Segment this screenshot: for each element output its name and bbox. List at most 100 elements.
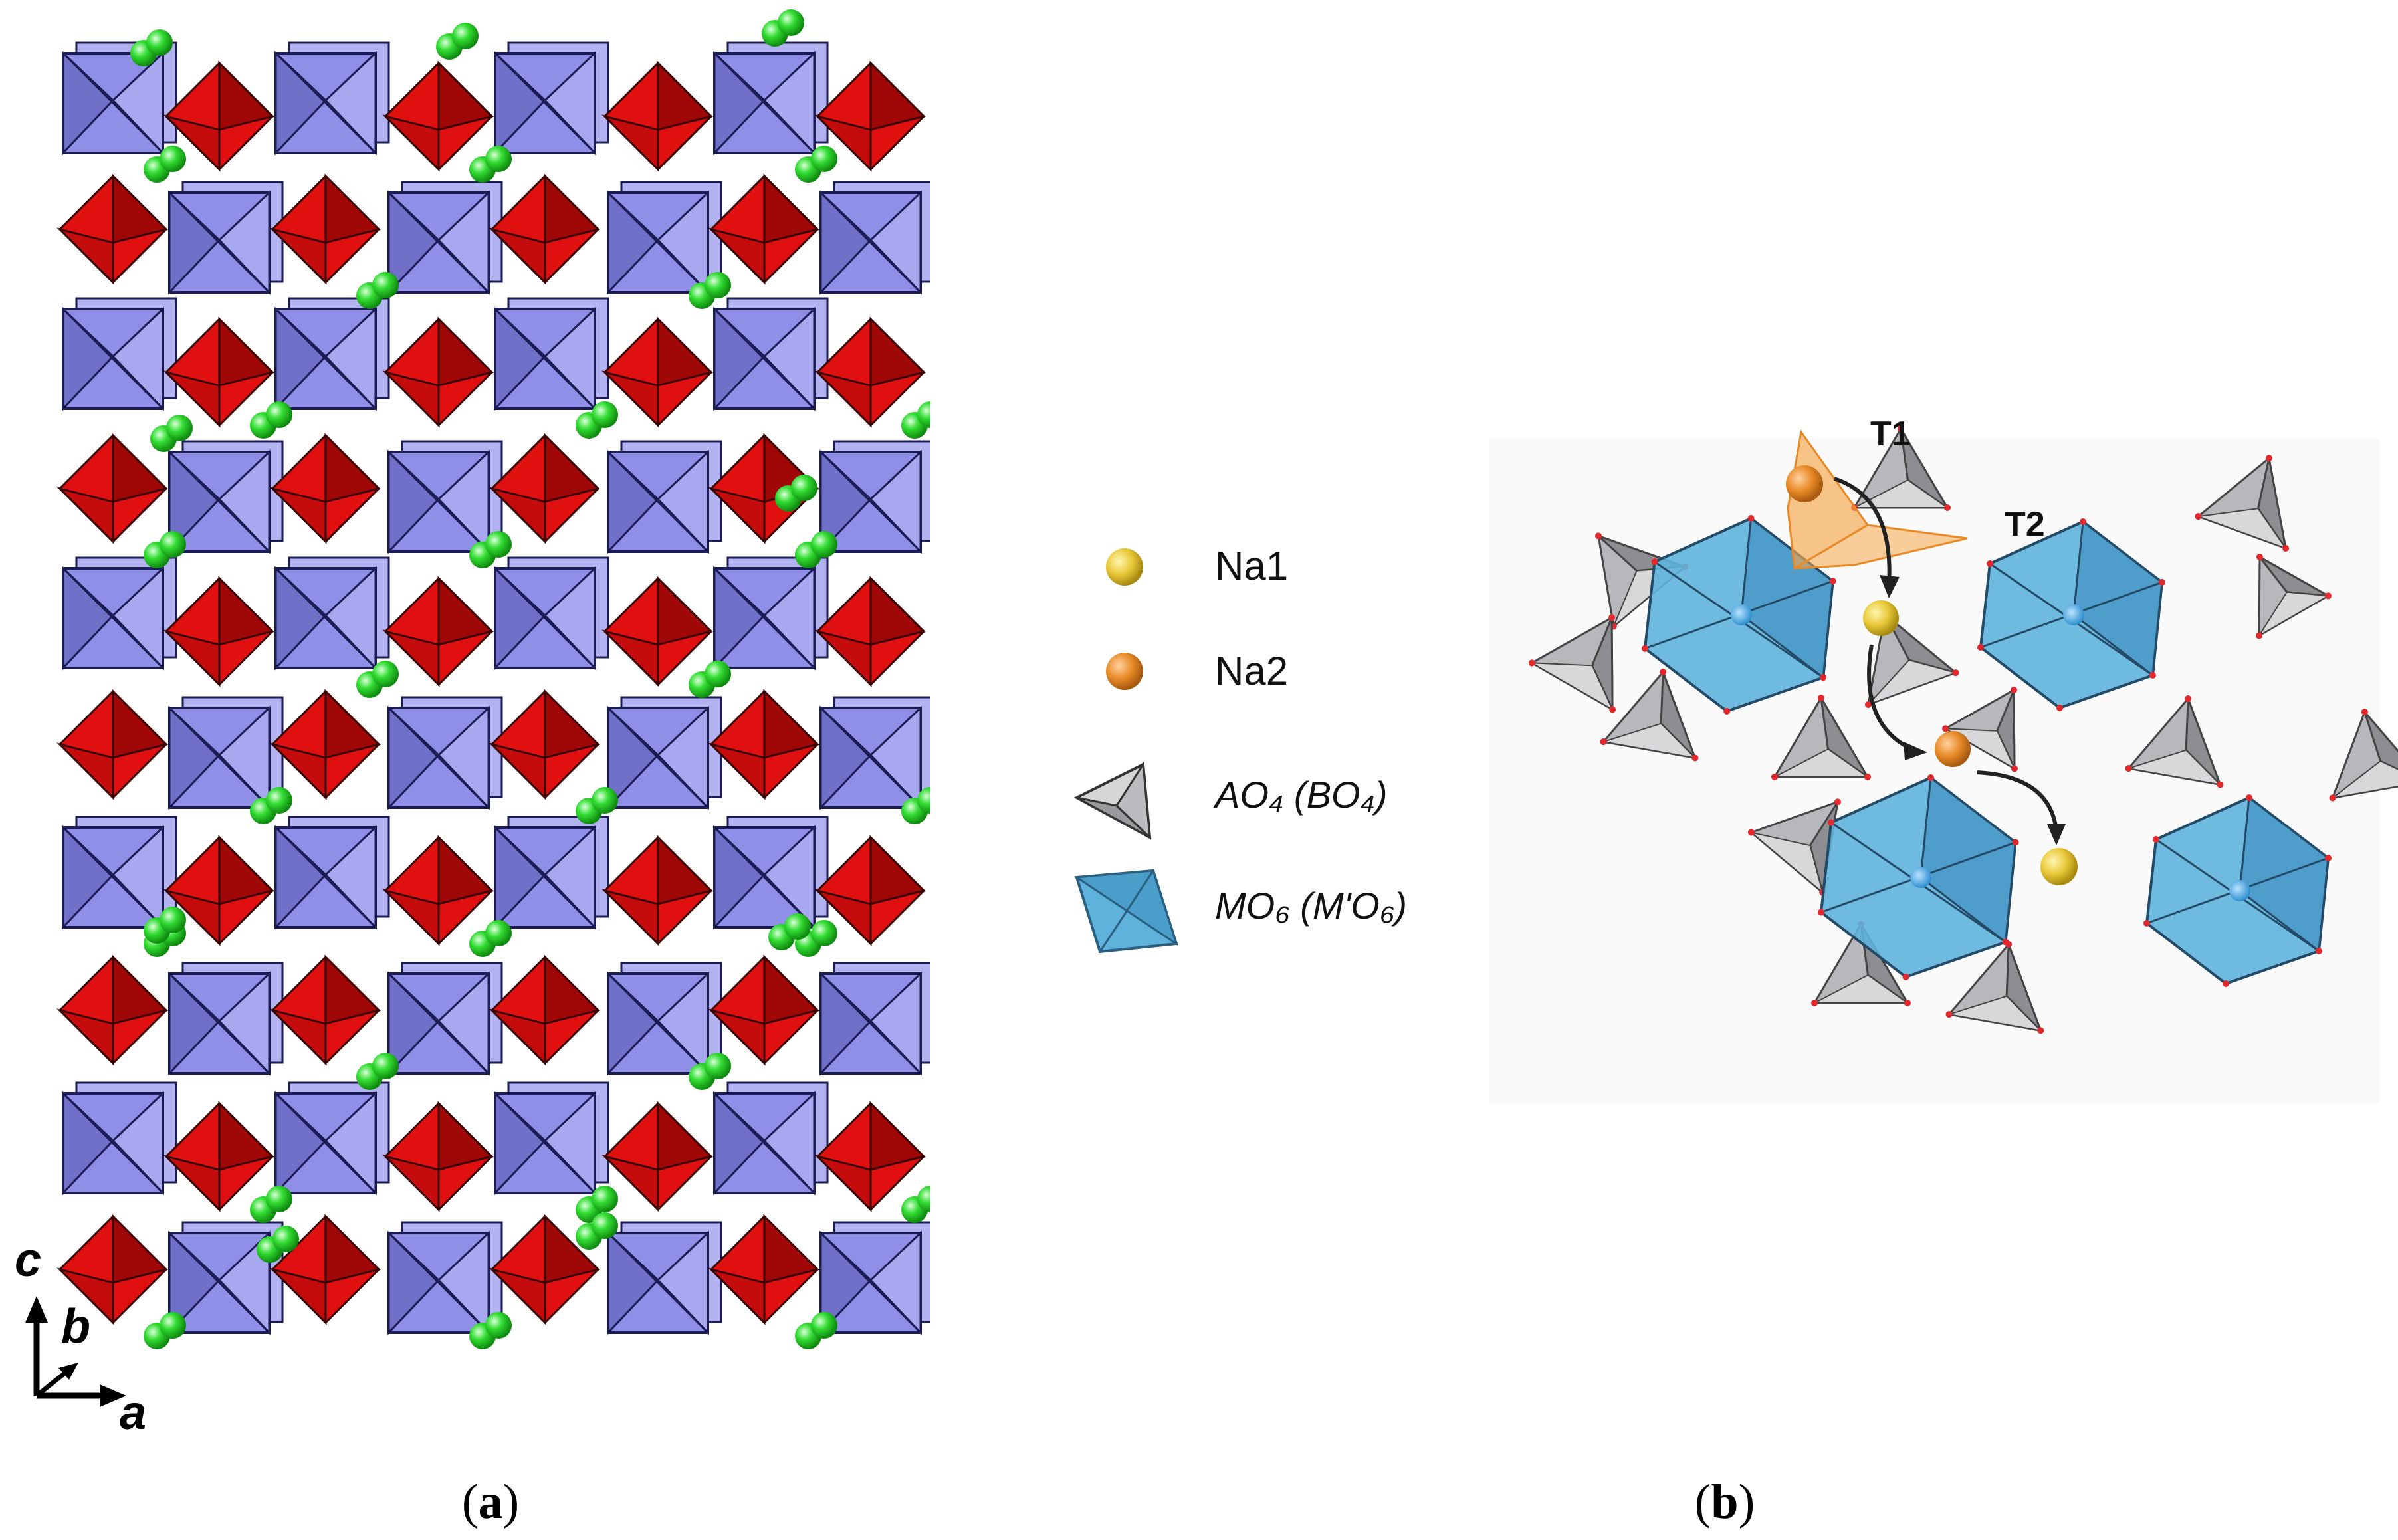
octahedron-polyhedron <box>168 962 284 1076</box>
tetrahedron-polyhedron <box>1851 425 1951 511</box>
oxygen-atom <box>1945 1011 1953 1018</box>
sodium-site-diagram: T1 T2 <box>1489 415 2398 1103</box>
sodium-atom <box>901 1186 944 1223</box>
tetrahedron-polyhedron <box>163 60 274 172</box>
octahedron-polyhedron <box>713 816 829 930</box>
oxygen-atom <box>2011 765 2018 772</box>
yellow-sphere-icon <box>1106 548 1143 586</box>
sodium-atom <box>130 29 173 66</box>
tetrahedron-polyhedron <box>2329 709 2398 802</box>
octahedron-polyhedron <box>607 440 722 554</box>
oxygen-atom <box>1904 1000 1911 1006</box>
oxygen-atom <box>1528 659 1535 667</box>
legend-item-tetrahedron: AO₄ (BO₄) <box>1073 761 1388 840</box>
legend-label-na1: Na1 <box>1215 544 1288 588</box>
sodium-atom <box>795 531 837 568</box>
octahedron-polyhedron <box>274 297 390 411</box>
tetrahedron-polyhedron <box>269 173 381 285</box>
legend-label-na2: Na2 <box>1215 649 1288 693</box>
octahedron-polyhedron <box>494 816 609 930</box>
oxygen-atom <box>2002 938 2009 946</box>
tetrahedron-polyhedron <box>601 835 713 946</box>
octahedron-polyhedron <box>274 41 390 156</box>
octahedron-polyhedron <box>387 181 503 295</box>
tetrahedron-polyhedron <box>489 173 600 285</box>
tetrahedron-polyhedron <box>601 316 713 428</box>
sodium-atom <box>144 1312 186 1349</box>
sodium-atom <box>762 9 804 47</box>
oxygen-atom <box>2316 948 2322 954</box>
tetrahedron-polyhedron <box>56 173 168 285</box>
sodium-atom <box>144 146 186 183</box>
migration-arrow <box>1977 770 2058 831</box>
oxygen-atom <box>2282 544 2290 552</box>
oxygen-atom <box>1609 706 1616 713</box>
oxygen-atom <box>1829 578 1836 585</box>
octahedron-polyhedron <box>494 41 609 156</box>
tetrahedron-polyhedron <box>382 576 494 687</box>
crystal-structure-figure: c b a <box>15 9 944 1440</box>
tetrahedron-polyhedron <box>489 433 600 544</box>
oxygen-atom <box>1927 774 1934 781</box>
tetrahedron-polyhedron <box>708 689 819 800</box>
oxygen-atom <box>2223 980 2229 987</box>
oxygen-atom <box>1691 754 1699 762</box>
tetrahedron-polyhedron <box>269 954 381 1066</box>
na2-atom <box>1935 731 1971 767</box>
tetrahedra-group <box>1528 425 2398 1034</box>
sodium-atom <box>795 1312 837 1349</box>
octahedron-polyhedron <box>713 1081 829 1196</box>
octahedron-polyhedron <box>713 297 829 411</box>
octahedron-polyhedron <box>713 556 829 671</box>
oxygen-atom <box>1820 674 1827 681</box>
oxygen-atom <box>2056 705 2063 711</box>
octahedron-polyhedron <box>387 696 503 810</box>
legend-item-na1: Na1 <box>1106 544 1288 588</box>
tetrahedron-polyhedron <box>814 1101 926 1212</box>
tetrahedron-polyhedron <box>269 1214 381 1325</box>
local-structure-figure: Na1 Na2 AO₄ (BO₄) MO₆ ( <box>1073 415 2398 1103</box>
octahedron-polyhedron <box>387 962 503 1076</box>
metal-atom <box>2063 604 2084 625</box>
octahedron-polyhedron <box>607 181 722 295</box>
tetrahedron-polyhedron <box>382 1101 494 1212</box>
conduction-plane-t2 <box>1794 524 1968 570</box>
sodium-atom <box>250 1186 292 1223</box>
oxygen-atom <box>2256 554 2263 561</box>
oxygen-atom <box>1747 829 1755 836</box>
octahedron-polyhedron <box>713 41 829 156</box>
oxygen-atom <box>2149 672 2156 679</box>
tetrahedron-polyhedron <box>163 316 274 428</box>
sodium-atom <box>775 475 818 512</box>
metal-atom <box>1910 867 1931 888</box>
arrowhead-icon <box>2047 824 2066 845</box>
c-axis-label: c <box>15 1234 41 1287</box>
tetrahedron-polyhedron <box>269 689 381 800</box>
tetrahedron-polyhedron <box>2195 455 2290 552</box>
octahedron-polyhedron <box>62 41 177 156</box>
tetrahedron-polyhedron <box>163 576 274 687</box>
tetrahedron-polyhedron <box>163 1101 274 1212</box>
na1-atom <box>2040 848 2078 885</box>
oxygen-atom <box>1864 774 1871 780</box>
tetrahedron-polyhedron <box>56 433 168 544</box>
octahedron-polyhedron <box>819 181 935 295</box>
oxygen-atom <box>1942 725 1949 732</box>
oxygen-atom <box>2011 687 2017 694</box>
oxygen-atom <box>2195 513 2202 520</box>
tetrahedron-polyhedron <box>1771 695 1871 780</box>
sodium-atom <box>689 272 731 309</box>
octahedron-polyhedron <box>1818 774 2019 980</box>
oxygen-atom <box>1642 645 1648 652</box>
octahedron-polyhedron <box>62 1081 177 1196</box>
migration-arrow <box>1834 477 1892 586</box>
sodium-atom <box>356 272 399 309</box>
oxygen-atom <box>1864 701 1872 708</box>
oxygen-atom <box>2159 579 2165 586</box>
tetrahedron-polyhedron <box>56 1214 168 1325</box>
octahedron-polyhedron <box>494 556 609 671</box>
tetrahedron-polyhedron <box>814 60 926 172</box>
tetrahedron-polyhedron <box>2256 554 2332 639</box>
octahedron-polyhedron <box>62 816 177 930</box>
na1-atom <box>1863 600 1899 636</box>
